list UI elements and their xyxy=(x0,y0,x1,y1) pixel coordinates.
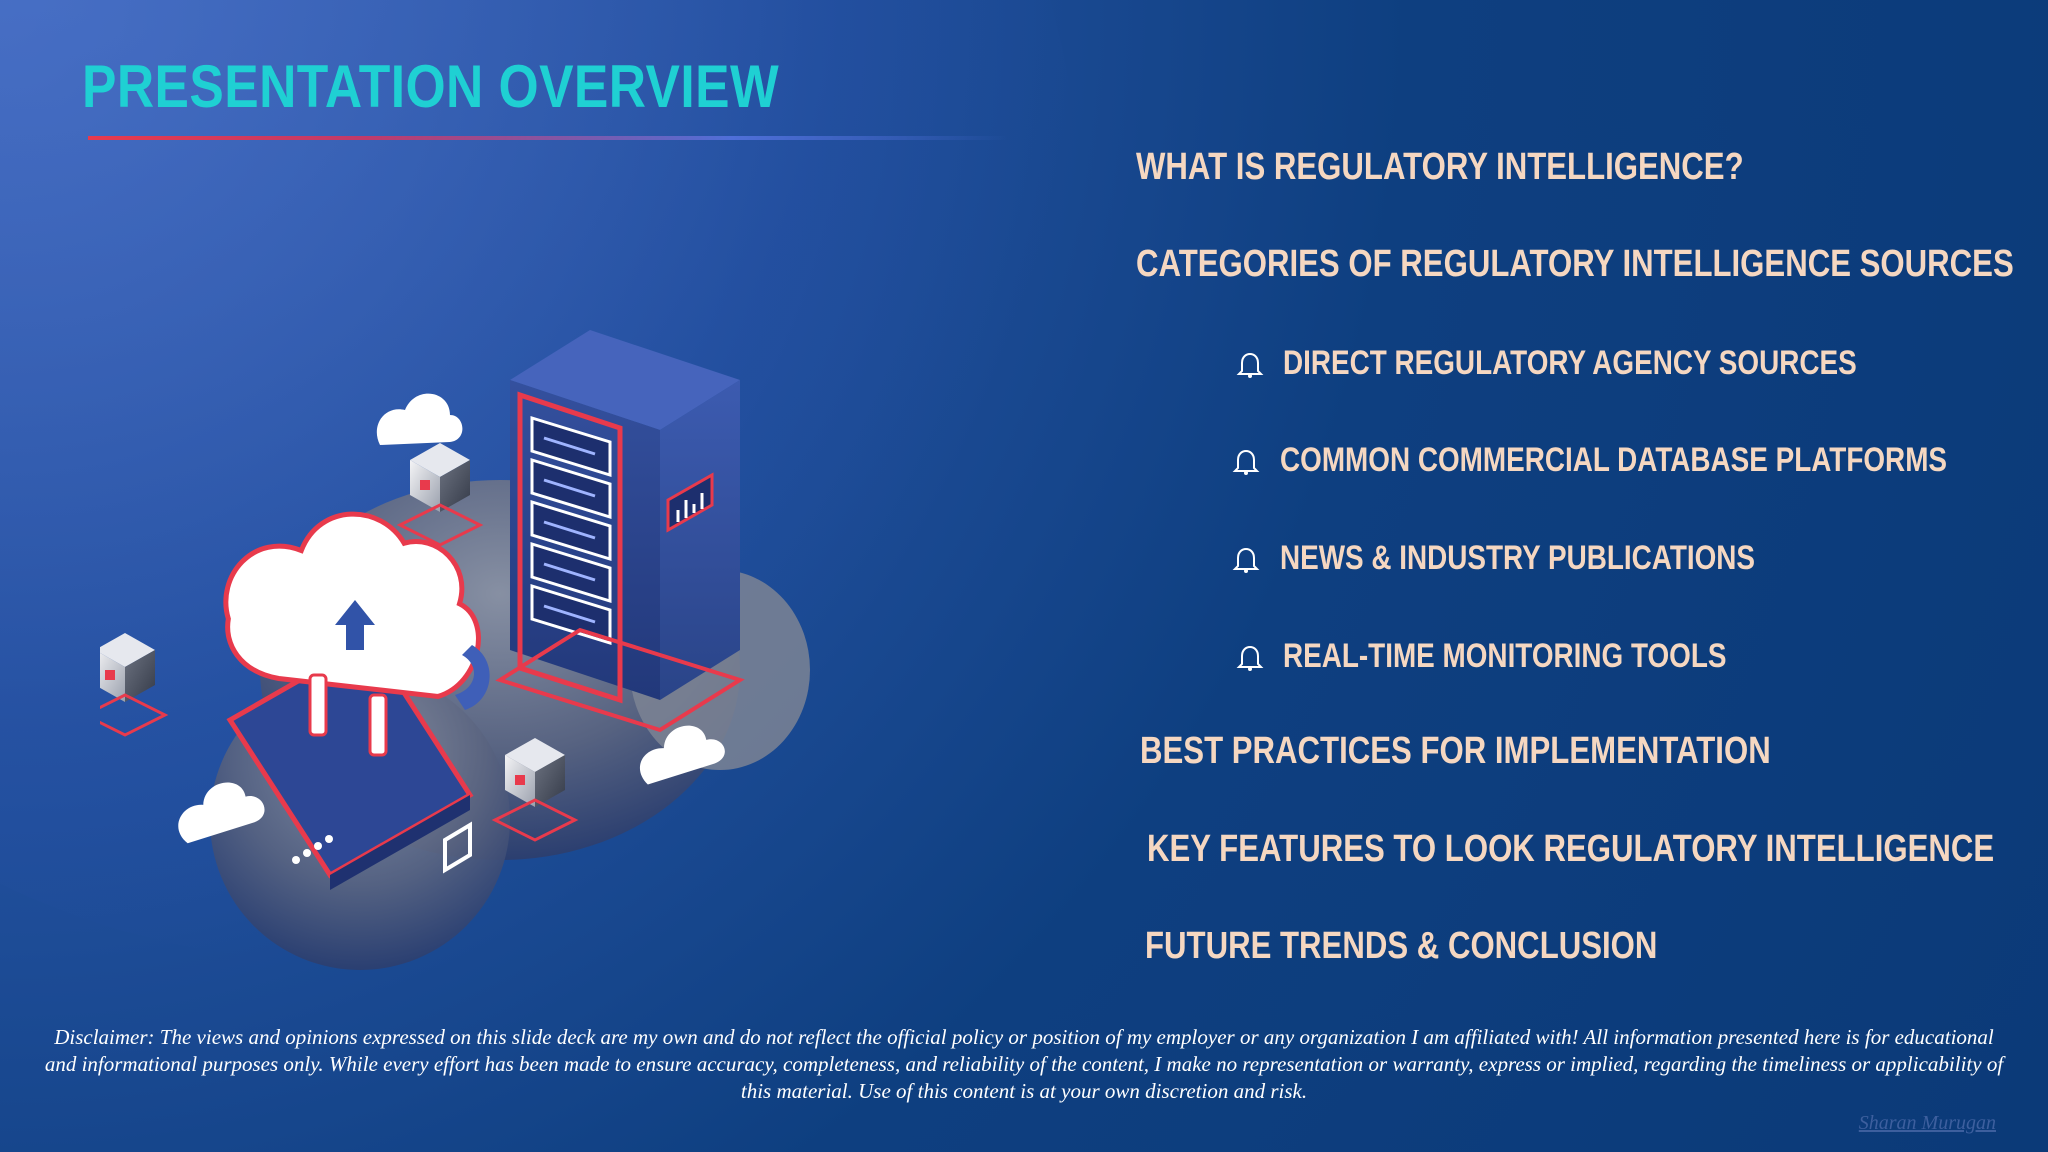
decorative-dots xyxy=(292,835,333,864)
bell-icon xyxy=(1232,449,1260,475)
author-link[interactable]: Sharan Murugan xyxy=(1858,1112,1996,1134)
isometric-cloud-server-illustration xyxy=(100,330,810,970)
small-cube xyxy=(491,738,579,842)
agenda-subitem-commercial-database: COMMON COMMERCIAL DATABASE PLATFORMS xyxy=(1280,441,1948,479)
agenda-item-best-practices: BEST PRACTICES FOR IMPLEMENTATION xyxy=(1140,730,1771,772)
agenda-subitem-news-publications: NEWS & INDUSTRY PUBLICATIONS xyxy=(1280,539,1756,577)
agenda-subitem-real-time-monitoring: REAL-TIME MONITORING TOOLS xyxy=(1283,637,1727,675)
title-underline xyxy=(88,136,1008,140)
agenda-item-categories: CATEGORIES OF REGULATORY INTELLIGENCE SO… xyxy=(1136,243,2014,285)
bell-icon xyxy=(1236,645,1264,671)
small-cube xyxy=(396,443,484,547)
bell-icon xyxy=(1236,352,1264,378)
agenda-item-what-is: WHAT IS REGULATORY INTELLIGENCE? xyxy=(1136,146,1744,188)
small-cloud xyxy=(178,393,725,844)
agenda-item-future-trends: FUTURE TRENDS & CONCLUSION xyxy=(1145,925,1658,967)
bell-icon xyxy=(1232,547,1260,573)
small-cube xyxy=(100,633,169,737)
disclaimer-text: Disclaimer: The views and opinions expre… xyxy=(44,1025,2004,1103)
server-cabinet xyxy=(495,330,745,733)
decorative-square xyxy=(443,821,472,874)
agenda-item-key-features: KEY FEATURES TO LOOK REGULATORY INTELLIG… xyxy=(1147,828,1995,870)
upload-cloud xyxy=(223,511,490,757)
agenda-subitem-direct-regulatory: DIRECT REGULATORY AGENCY SOURCES xyxy=(1283,344,1857,382)
slide-title: PRESENTATION OVERVIEW xyxy=(82,53,780,120)
